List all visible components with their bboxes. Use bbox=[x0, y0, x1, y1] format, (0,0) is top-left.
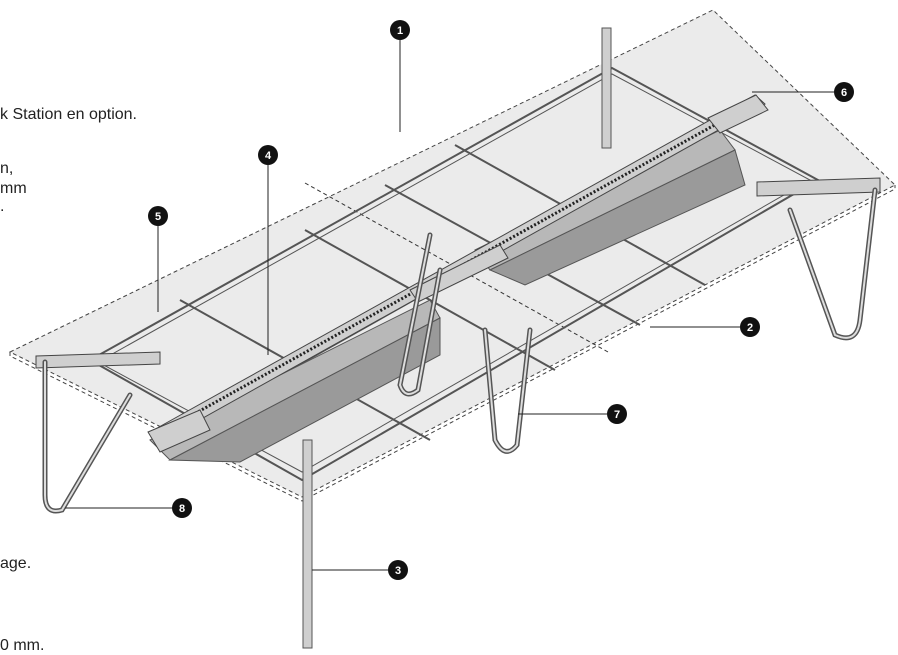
callout-6: 6 bbox=[834, 82, 854, 102]
callout-4: 4 bbox=[258, 145, 278, 165]
callout-1: 1 bbox=[390, 20, 410, 40]
callout-8: 8 bbox=[172, 498, 192, 518]
svg-text:2: 2 bbox=[747, 322, 753, 334]
t-foot-left bbox=[35, 351, 161, 369]
svg-text:5: 5 bbox=[155, 211, 161, 223]
svg-text:1: 1 bbox=[397, 25, 403, 37]
t-foot-right bbox=[756, 177, 881, 197]
svg-text:8: 8 bbox=[179, 503, 185, 515]
svg-text:4: 4 bbox=[265, 150, 272, 162]
text-fragment-station-option: k Station en option. bbox=[0, 106, 137, 123]
callout-3: 3 bbox=[388, 560, 408, 580]
text-fragment-age: age. bbox=[0, 555, 32, 572]
callout-5: 5 bbox=[148, 206, 168, 226]
text-fragment-mm-end: 0 mm. bbox=[0, 637, 45, 654]
text-fragment-period: . bbox=[0, 198, 5, 215]
hairpin-legs bbox=[42, 187, 878, 514]
tabletop-plane bbox=[8, 9, 896, 498]
callout-2: 2 bbox=[740, 317, 760, 337]
callout-7: 7 bbox=[607, 404, 627, 424]
screen-posts bbox=[302, 27, 612, 649]
cable-tray-left bbox=[149, 299, 441, 463]
tabletop-edge bbox=[9, 185, 896, 502]
text-fragment-mm: mm bbox=[0, 180, 27, 197]
svg-text:6: 6 bbox=[841, 87, 847, 99]
leader-lines bbox=[65, 40, 834, 571]
text-fragment-n: n, bbox=[0, 160, 14, 177]
svg-text:3: 3 bbox=[395, 565, 401, 577]
svg-text:7: 7 bbox=[614, 409, 620, 421]
